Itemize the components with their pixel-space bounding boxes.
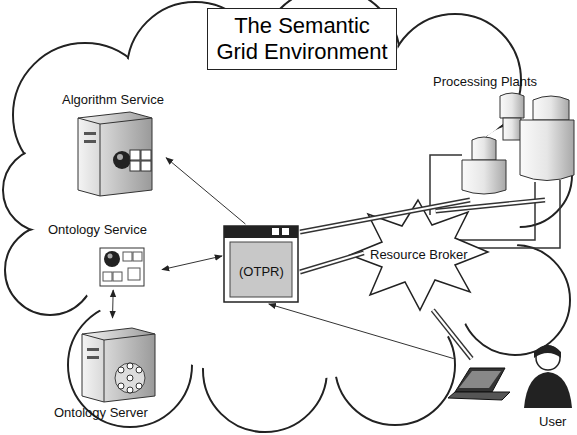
node-label: User (539, 414, 566, 429)
node-box: (OTPR) (222, 224, 300, 304)
cloud (3, 0, 572, 432)
node-label: Ontology Service (48, 222, 147, 237)
node-label: Resource Broker (370, 247, 468, 262)
server-icon (82, 328, 155, 402)
node-box: Resource Broker (350, 200, 488, 310)
node-box: Processing Plants (425, 74, 575, 200)
node-box: User (446, 340, 574, 433)
service-icon (100, 248, 144, 286)
node-label: Ontology Server (54, 405, 148, 420)
window-icon (224, 226, 298, 302)
server-icon (78, 112, 152, 196)
connector (166, 158, 245, 224)
plant-cylinders (462, 93, 574, 194)
connector (269, 304, 454, 359)
title-box: The Semantic Grid Environment (207, 8, 397, 70)
node-label: Processing Plants (433, 74, 537, 89)
connector (436, 200, 545, 211)
connector (300, 253, 364, 272)
node-box: Ontology Server (48, 318, 172, 422)
node-label: (OTPR) (239, 264, 284, 279)
connector (162, 256, 222, 270)
node-label: Algorithm Service (62, 92, 164, 107)
connector (300, 200, 470, 232)
connector (433, 310, 472, 359)
connector (112, 290, 114, 318)
node-box: Algorithm Service (40, 92, 170, 198)
node-box: Ontology Service (40, 222, 162, 290)
